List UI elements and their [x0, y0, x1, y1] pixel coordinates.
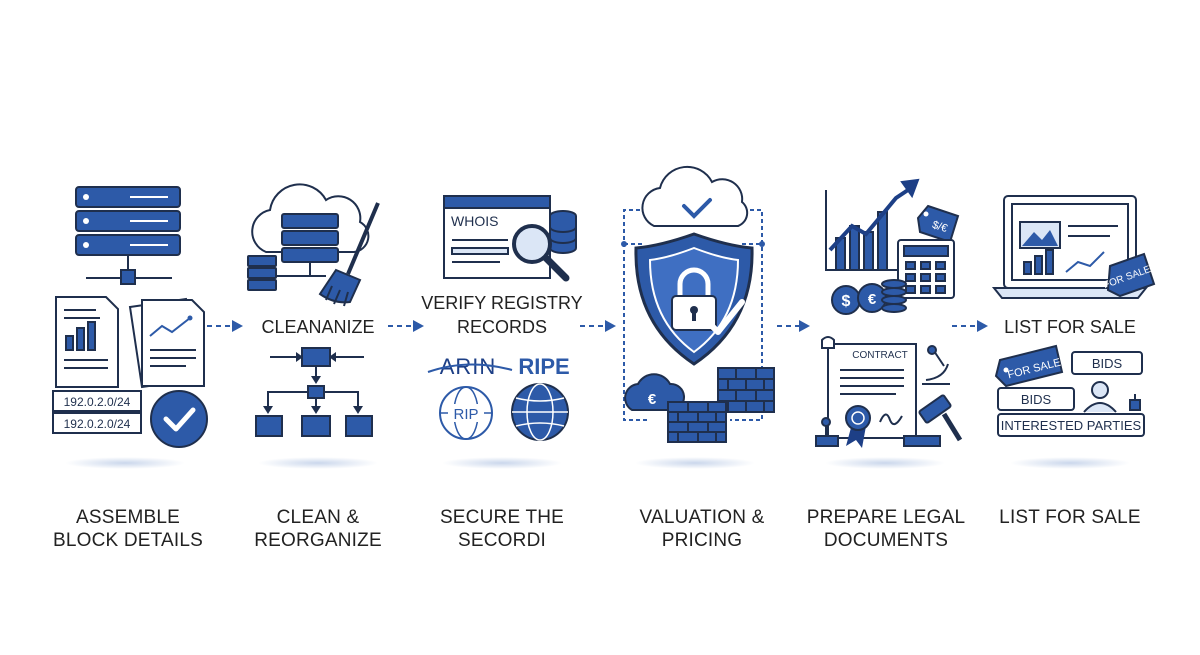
for-sale-tag: FOR SALE [1102, 252, 1156, 298]
growth-chart-icon [825, 178, 920, 271]
checkmark-icon [703, 299, 745, 335]
flow-arrow [580, 320, 616, 332]
svg-text:INTERESTED PARTIES: INTERESTED PARTIES [1001, 418, 1142, 433]
step-3-title-line-2: RECORDS [457, 317, 547, 337]
interested-parties-box: INTERESTED PARTIES [997, 413, 1145, 437]
flow-arrow [388, 320, 424, 332]
server-icon [276, 213, 339, 277]
svg-text:CONTRACT: CONTRACT [852, 350, 908, 361]
magnifier-icon [512, 224, 570, 282]
coin-icon: $ [831, 285, 861, 315]
step-5-icon: $/€ $ € CONTRACT [815, 178, 963, 448]
bids-box: BIDS [997, 387, 1075, 411]
brick-wall-icon [667, 401, 727, 443]
seal-icon [845, 405, 871, 448]
document-icon [128, 297, 205, 389]
bids-box: BIDS [1071, 351, 1143, 375]
server-icon [75, 186, 181, 285]
step-4-icon: € [621, 165, 775, 443]
ground-shadows [65, 457, 1130, 469]
step-4-caption: VALUATION &PRICING [639, 507, 765, 551]
flow-arrow [952, 320, 988, 332]
svg-text:$/€: $/€ [931, 219, 949, 235]
step-2-title: CLEANANIZE [261, 317, 374, 337]
step-3-icon: WHOIS VERIFY REGISTRY RECORDS ARIN RIPE [421, 195, 583, 441]
flow-arrow [207, 320, 243, 332]
svg-text:$: $ [842, 293, 851, 310]
browser-window-icon: WHOIS [443, 195, 551, 279]
for-sale-tag: FOR SALE [994, 344, 1064, 388]
flow-arrow [777, 320, 810, 332]
svg-text:WHOIS: WHOIS [451, 213, 498, 229]
svg-text:192.0.2.0/24: 192.0.2.0/24 [64, 417, 131, 431]
server-icon [247, 255, 277, 291]
step-6-caption: LIST FOR SALE [999, 507, 1141, 528]
svg-text:€: € [648, 391, 657, 408]
svg-text:€: € [868, 291, 877, 308]
svg-text:BIDS: BIDS [1092, 356, 1123, 371]
cloud-icon [641, 165, 749, 227]
ripe-logo: RIPE [518, 354, 569, 379]
ip-label: 192.0.2.0/24 [52, 412, 142, 434]
broom-icon [318, 202, 380, 307]
price-tag-icon: $/€ [916, 204, 960, 244]
connector-lines [623, 209, 763, 421]
step-2-caption: CLEAN &REORGANIZE [254, 507, 382, 551]
step-6-icon: FOR SALE LIST FOR SALE FOR SALE BIDS BID… [991, 195, 1156, 437]
step-6-title: LIST FOR SALE [1004, 317, 1136, 337]
step-3-title-line-1: VERIFY REGISTRY [421, 293, 582, 313]
rip-globe-icon: RIP [439, 386, 493, 440]
ip-label: 192.0.2.0/24 [52, 390, 142, 412]
database-icon [549, 210, 577, 254]
brick-wall-icon [717, 367, 775, 413]
globe-icon [511, 383, 569, 441]
gavel-icon [815, 394, 963, 447]
microscope-icon [922, 345, 950, 385]
laptop-icon [991, 195, 1149, 299]
calculator-icon [897, 239, 955, 299]
step-2-icon: CLEANANIZE [247, 183, 380, 437]
coin-stack-icon [881, 279, 907, 313]
svg-text:RIP: RIP [453, 406, 478, 423]
arin-logo: ARIN [427, 354, 513, 379]
document-icon [55, 296, 119, 388]
flowchart-icon [255, 347, 373, 437]
checkmark-icon [150, 390, 208, 448]
step-1-icon: 192.0.2.0/24 192.0.2.0/24 [52, 186, 208, 448]
svg-text:BIDS: BIDS [1021, 392, 1052, 407]
svg-text:192.0.2.0/24: 192.0.2.0/24 [64, 395, 131, 409]
people-icon [1083, 381, 1141, 413]
